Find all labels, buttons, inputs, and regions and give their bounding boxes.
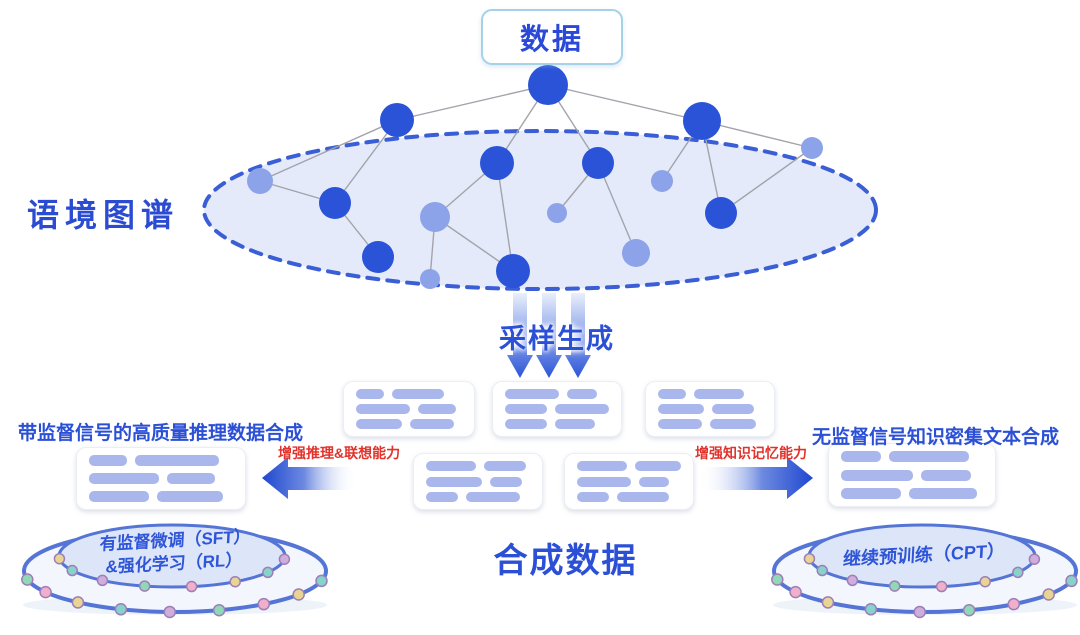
card-top-3 <box>645 381 775 437</box>
card-mid-2 <box>564 453 694 510</box>
data-box-label: 数据 <box>519 24 584 56</box>
text-line-pill <box>639 476 669 487</box>
text-line-pill <box>426 476 482 487</box>
sft-rl-disc-label: 有监督微调（SFT） &强化学习（RL） <box>71 524 278 581</box>
text-line-pill <box>694 389 744 399</box>
text-line-row <box>658 419 762 429</box>
text-line-pill <box>89 473 159 484</box>
text-line-row <box>356 389 462 399</box>
text-line-row <box>89 473 233 484</box>
text-line-pill <box>356 404 410 414</box>
text-line-pill <box>841 488 901 499</box>
text-line-pill <box>577 492 609 502</box>
text-line-pill <box>577 461 627 471</box>
card-left <box>76 447 246 510</box>
text-line-pill <box>567 389 597 399</box>
text-line-row <box>577 461 681 471</box>
text-line-row <box>505 389 609 399</box>
text-line-pill <box>392 389 444 399</box>
text-line-pill <box>135 455 219 466</box>
cpt-disc-label: 继续预训练（CPT） <box>842 540 1006 570</box>
text-line-pill <box>466 492 520 502</box>
text-line-pill <box>505 419 547 429</box>
text-line-row <box>577 476 681 487</box>
text-line-pill <box>356 389 384 399</box>
text-line-pill <box>712 404 754 414</box>
text-line-pill <box>658 419 702 429</box>
text-line-row <box>841 488 983 499</box>
text-line-row <box>505 419 609 429</box>
text-line-pill <box>555 404 609 414</box>
text-line-pill <box>426 492 458 502</box>
text-line-pill <box>841 451 881 462</box>
sampling-generation-label: 采样生成 <box>499 324 615 354</box>
text-line-pill <box>555 419 595 429</box>
text-line-pill <box>909 488 977 499</box>
text-line-pill <box>418 404 456 414</box>
text-line-row <box>841 469 983 481</box>
text-line-row <box>426 492 530 502</box>
text-line-row <box>89 491 233 502</box>
text-line-pill <box>617 492 669 502</box>
synthetic-data-label: 合成数据 <box>493 542 638 580</box>
text-line-pill <box>635 461 681 471</box>
text-line-pill <box>658 389 686 399</box>
text-line-row <box>426 461 530 471</box>
card-top-1 <box>343 381 475 437</box>
text-line-row <box>577 492 681 502</box>
text-line-row <box>841 451 983 462</box>
text-line-pill <box>921 469 971 481</box>
text-line-pill <box>167 473 215 484</box>
text-line-pill <box>410 419 454 429</box>
card-mid-1 <box>413 453 543 510</box>
text-line-pill <box>841 469 913 481</box>
text-line-row <box>426 476 530 487</box>
reasoning-ability-label: 增强推理&联想能力 <box>278 445 401 461</box>
text-line-pill <box>710 419 756 429</box>
text-line-row <box>356 404 462 414</box>
context-graph-label: 语境图谱 <box>27 197 180 233</box>
text-line-pill <box>490 476 522 487</box>
text-line-pill <box>889 451 969 462</box>
text-line-row <box>658 404 762 414</box>
data-box: 数据 <box>481 9 623 65</box>
text-line-pill <box>157 491 223 502</box>
text-line-pill <box>356 419 402 429</box>
text-line-row <box>658 389 762 399</box>
text-line-row <box>89 455 233 466</box>
card-top-2 <box>492 381 622 437</box>
text-line-pill <box>505 389 559 399</box>
text-line-row <box>356 419 462 429</box>
text-line-pill <box>89 455 127 466</box>
text-line-pill <box>484 461 526 471</box>
knowledge-memory-label: 增强知识记忆能力 <box>695 445 807 461</box>
card-right <box>828 443 996 507</box>
text-line-pill <box>577 476 631 487</box>
text-line-pill <box>426 461 476 471</box>
text-line-row <box>505 404 609 414</box>
unsupervised-synthesis-title: 无监督信号知识密集文本合成 <box>812 427 1060 448</box>
text-line-pill <box>89 491 149 502</box>
text-line-pill <box>505 404 547 414</box>
text-line-pill <box>658 404 704 414</box>
supervised-synthesis-title: 带监督信号的高质量推理数据合成 <box>18 423 304 444</box>
